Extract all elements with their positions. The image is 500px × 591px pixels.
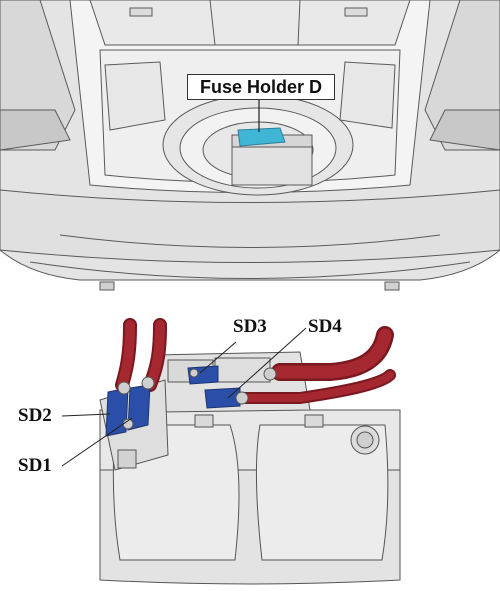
battery-cables <box>115 318 396 404</box>
battery-closeup-illustration <box>99 351 401 585</box>
blue-fuses <box>105 365 241 437</box>
fuse-holder-label: Fuse Holder D <box>199 76 323 97</box>
label-sd3: SD3 <box>233 316 267 337</box>
label-leader-lines <box>61 327 307 467</box>
terminal-nuts <box>117 367 277 430</box>
label-sd4: SD4 <box>308 316 342 337</box>
fuse-holder-callout: Fuse Holder D <box>187 74 335 100</box>
fuse-sd4 <box>204 387 241 409</box>
label-sd2: SD2 <box>18 405 52 426</box>
car-rear-illustration <box>0 0 500 291</box>
label-sd1: SD1 <box>18 455 52 476</box>
